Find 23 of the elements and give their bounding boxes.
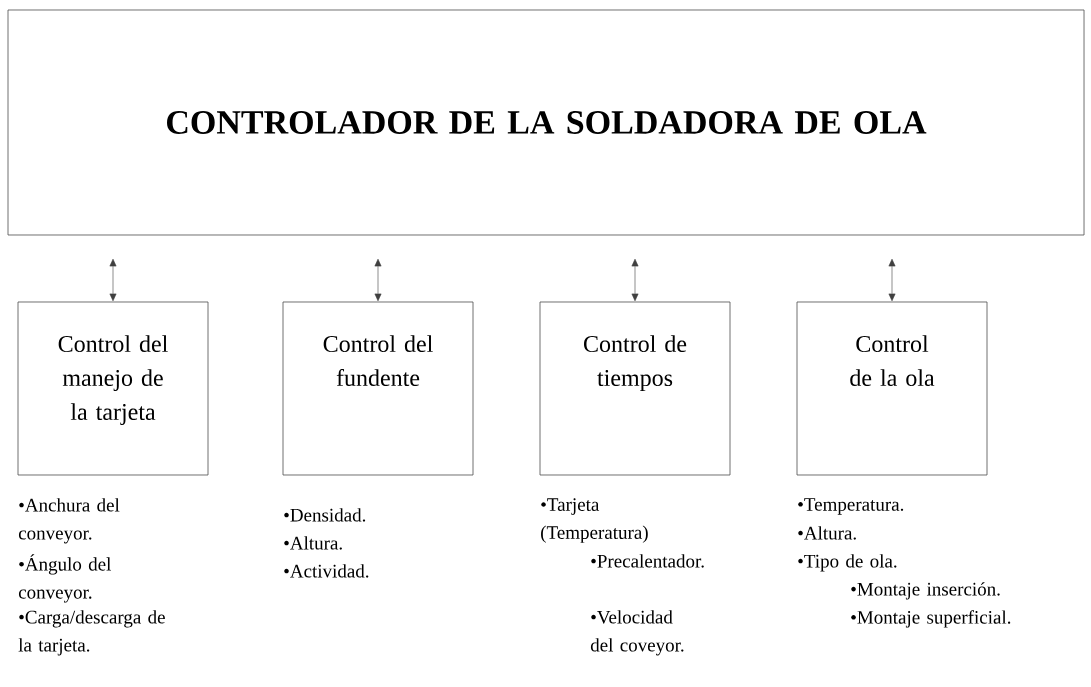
control-box: Control del manejo de la tarjeta [17,301,209,476]
bullet-item: •Tipo de ola. [798,554,897,572]
arrow [888,258,896,302]
bullet-item: •Altura. [284,536,342,550]
control-box: Control de tiempos [539,301,731,476]
bullet-item: •Temperatura. [798,498,904,515]
bullet-item: •Tarjeta (Temperatura) [541,498,648,543]
control-box: Control del fundente [282,301,474,476]
title-box: CONTROLADOR DE LA SOLDADORA DE OLA [7,9,1085,236]
bullet-item: •Altura. [798,526,856,540]
arrow [631,258,639,302]
bullet-item: •Ángulo del conveyor. [18,554,111,603]
arrow [109,258,117,302]
bullet-item: •Montaje inserción. [851,582,1000,600]
bullet-item: •Velocidad del coveyor. [590,610,684,656]
arrow [374,258,382,302]
bullet-item: •Actividad. [284,564,369,578]
bullet-item: •Anchura del conveyor. [18,498,120,544]
bullet-item: •Densidad. [284,508,366,522]
bullet-item: •Montaje superficial. [851,610,1011,628]
bullet-item: •Precalentador. [591,554,704,568]
control-box: Control de la ola [796,301,988,476]
bullet-item: •Carga/descarga de la tarjeta. [18,610,165,656]
